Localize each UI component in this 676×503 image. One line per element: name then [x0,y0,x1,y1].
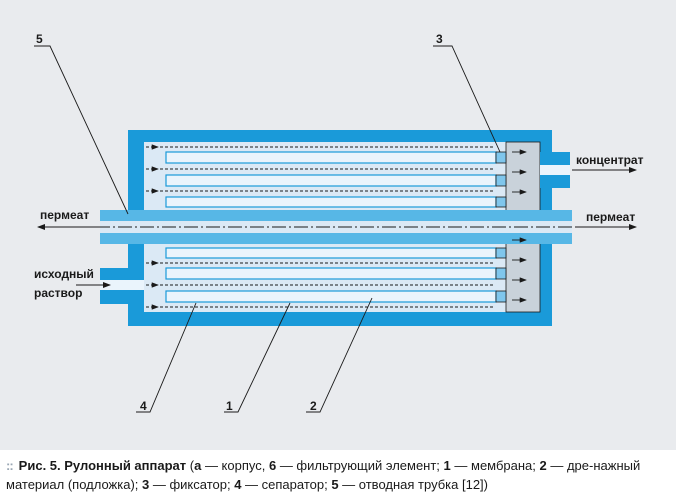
caption-text: — дре-нажный материал (подложка); [6,458,641,492]
caption-text: — отводная трубка [12]) [338,477,488,492]
label-feed-line2: раствор [34,286,82,300]
caption-key: а [194,458,202,473]
caption-text: — сепаратор; [241,477,332,492]
label-permeate-left: пермеат [40,208,89,222]
caption-title: Рулонный аппарат [64,458,187,473]
caption-text: — фильтрующий элемент; [276,458,444,473]
fixators [495,151,507,303]
label-permeate-right: пермеат [586,210,635,224]
caption-text: — корпус, [201,458,269,473]
callout-3: 3 [436,32,443,46]
caption-key: 5 [331,477,339,492]
spiral-module-diagram: 5 3 4 1 2 концентрат пермеат пермеат исх… [34,32,644,413]
caption-key: 4 [234,477,242,492]
membrane-leaves-upper [165,151,497,208]
figure-caption: ::Рис. 5. Рулонный аппарат (а — корпус, … [6,456,670,494]
flow-lines [146,144,494,310]
leader-lines [34,45,501,413]
caption-key: 2 [539,458,547,473]
feed-inlet-channel [100,280,144,290]
label-feed-line1: исходный [34,267,94,281]
membrane-leaves-lower [165,247,497,303]
bullet-dots-icon: :: [6,458,14,473]
callout-4: 4 [140,399,147,413]
caption-text: — мембрана; [450,458,540,473]
callout-5: 5 [36,32,43,46]
callout-2: 2 [310,399,317,413]
caption-text: — фиксатор; [149,477,235,492]
caption-key: 3 [142,477,150,492]
callout-1: 1 [226,399,233,413]
caption-key: 1 [443,458,451,473]
caption-key: 6 [268,458,277,473]
caption-prefix: Рис. 5. [18,458,61,473]
permeate-tube-bore [100,221,572,233]
caption-text: ( [186,458,195,473]
label-concentrate: концентрат [576,153,644,167]
separator-flow-arrows [512,149,527,303]
concentrate-outlet-channel [540,165,570,175]
